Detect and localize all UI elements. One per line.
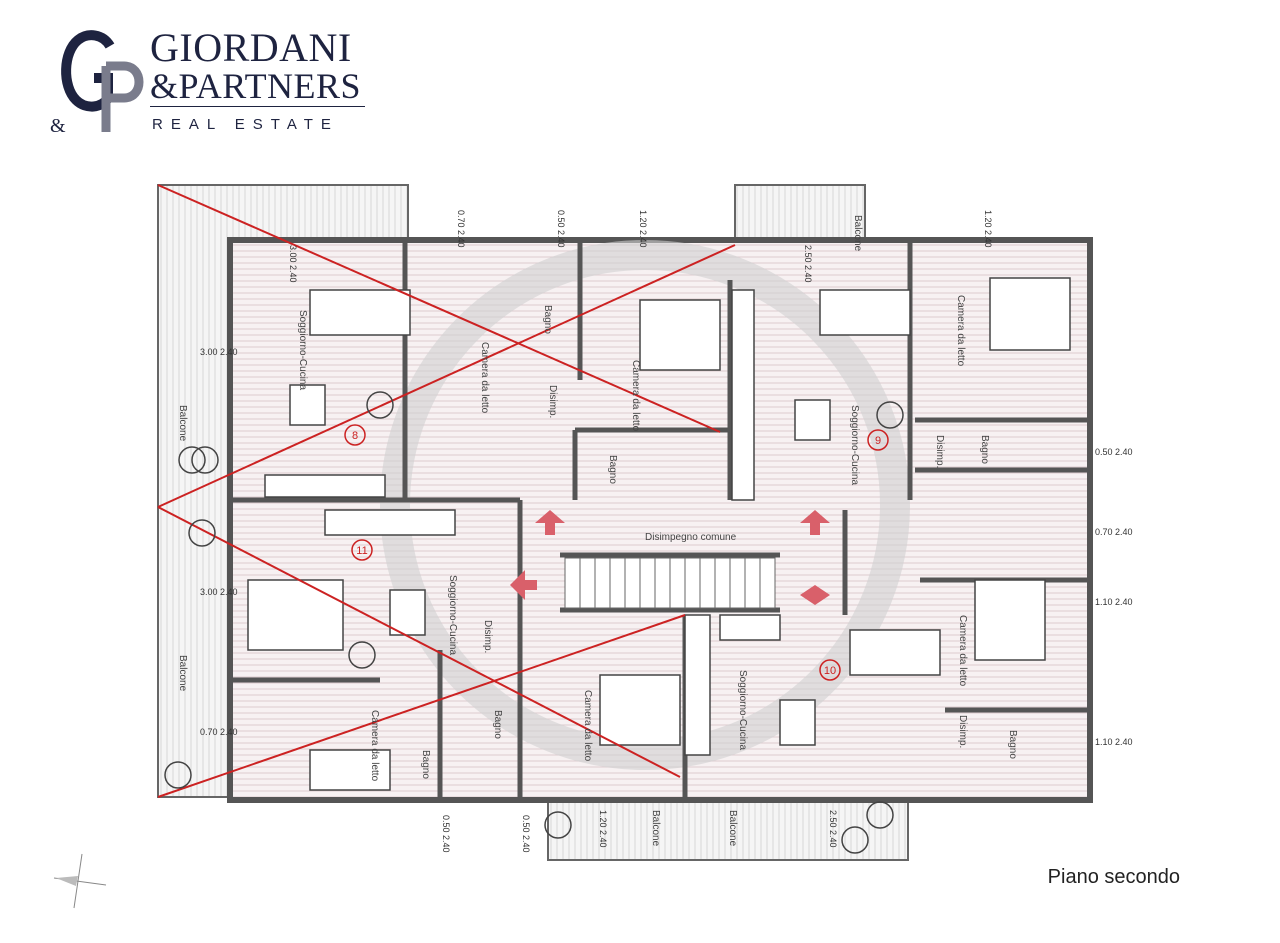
room-label-camera: Camera da letto	[957, 615, 968, 687]
kitchen-counter	[684, 614, 711, 756]
room-label-disimp: Disimp.	[547, 385, 558, 418]
room-label-soggiorno: Soggiorno-Cucina	[447, 575, 458, 655]
room-label-soggiorno: Soggiorno-Cucina	[297, 310, 308, 390]
table-icon	[779, 699, 816, 746]
floor-plan-drawing: 8 9 10 11 Soggiorno-Cucina Soggiorno-Cuc…	[157, 184, 1133, 861]
furniture	[247, 277, 1071, 791]
room-label-disimp: Disimp.	[482, 620, 493, 653]
window-dim: 1.10 2.40	[1095, 597, 1133, 607]
window-dim: 2.50 2.40	[828, 810, 838, 848]
room-label-soggiorno: Soggiorno-Cucina	[849, 405, 860, 485]
room-label-camera: Camera da letto	[582, 690, 593, 762]
window-dim: 1.20 2.40	[983, 210, 993, 248]
logo-name-line1: GIORDANI	[150, 25, 352, 70]
bed-icon	[974, 579, 1046, 661]
unit-labels	[344, 424, 889, 681]
gp-monogram-icon: &	[50, 30, 144, 137]
room-label-bagno: Bagno	[420, 750, 431, 779]
room-label-bagno: Bagno	[607, 455, 618, 484]
window-dim: 0.70 2.40	[456, 210, 466, 248]
room-label-balcone: Balcone	[852, 215, 863, 252]
kitchen-counter	[264, 474, 386, 498]
window-dim: 0.70 2.40	[200, 727, 238, 737]
room-label-balcone: Balcone	[177, 405, 188, 442]
logo-divider	[150, 106, 365, 107]
unit-number-10: 10	[824, 665, 836, 677]
sofa-icon	[247, 579, 344, 651]
crossed-out-marks	[157, 184, 736, 798]
agency-logo: & GIORDANI &PARTNERS REAL ESTATE	[40, 20, 380, 140]
unit-number-8: 8	[352, 430, 358, 442]
room-label-camera: Camera da letto	[630, 360, 641, 432]
window-dim: 1.20 2.40	[638, 210, 648, 248]
stair-icon	[564, 557, 776, 609]
sofa-icon	[819, 289, 911, 336]
window-dim: 0.70 2.40	[1095, 527, 1133, 537]
room-label-balcone: Balcone	[727, 810, 738, 847]
room-label-disimp: Disimp.	[934, 435, 945, 468]
floor-caption: Piano secondo	[1047, 866, 1180, 888]
window-dim: 0.50 2.40	[441, 815, 451, 853]
north-arrow-icon	[53, 853, 107, 909]
sofa-icon	[309, 289, 411, 336]
room-label-disimp: Disimp.	[957, 715, 968, 748]
table-icon	[794, 399, 831, 441]
room-label-balcone: Balcone	[177, 655, 188, 692]
table-icon	[389, 589, 426, 636]
window-dim: 1.10 2.40	[1095, 737, 1133, 747]
room-label-bagno: Bagno	[1007, 730, 1018, 759]
arrow-icons	[510, 510, 830, 605]
kitchen-counter	[731, 289, 755, 501]
window-dim: 3.00 2.40	[200, 587, 238, 597]
window-dim: 0.50 2.40	[556, 210, 566, 248]
room-label-camera: Camera da letto	[955, 295, 966, 367]
svg-text:&: &	[50, 115, 66, 137]
window-dim: 1.20 2.40	[598, 810, 608, 848]
room-label-disimpegno-comune: Disimpegno comune	[645, 532, 737, 543]
room-label-bagno: Bagno	[492, 710, 503, 739]
logo-name-line2: &PARTNERS	[150, 66, 362, 106]
room-label-camera: Camera da letto	[369, 710, 380, 782]
room-label-bagno: Bagno	[979, 435, 990, 464]
room-label-bagno: Bagno	[542, 305, 553, 334]
bed-icon	[309, 749, 391, 791]
kitchen-counter	[719, 614, 781, 641]
window-dim: 0.50 2.40	[521, 815, 531, 853]
kitchen-counter	[324, 509, 456, 536]
watermark-circle	[380, 240, 910, 770]
unit-number-11: 11	[356, 545, 367, 557]
sofa-icon	[849, 629, 941, 676]
bed-icon	[599, 674, 681, 746]
bed-icon	[639, 299, 721, 371]
window-dim: 2.50 2.40	[803, 245, 813, 283]
window-dim: 3.00 2.40	[200, 347, 238, 357]
room-label-balcone: Balcone	[650, 810, 661, 847]
logo-tagline: REAL ESTATE	[152, 116, 339, 133]
room-label-soggiorno: Soggiorno-Cucina	[737, 670, 748, 750]
table-icon	[289, 384, 326, 426]
window-dim: 3.00 2.40	[288, 245, 298, 283]
unit-number-9: 9	[875, 435, 881, 447]
floor-plan: 8 9 10 11 Soggiorno-Cucina Soggiorno-Cuc…	[140, 170, 1133, 870]
window-dim: 0.50 2.40	[1095, 447, 1133, 457]
plant-icon	[164, 391, 904, 854]
room-label-camera: Camera da letto	[479, 342, 490, 414]
bed-icon	[989, 277, 1071, 351]
